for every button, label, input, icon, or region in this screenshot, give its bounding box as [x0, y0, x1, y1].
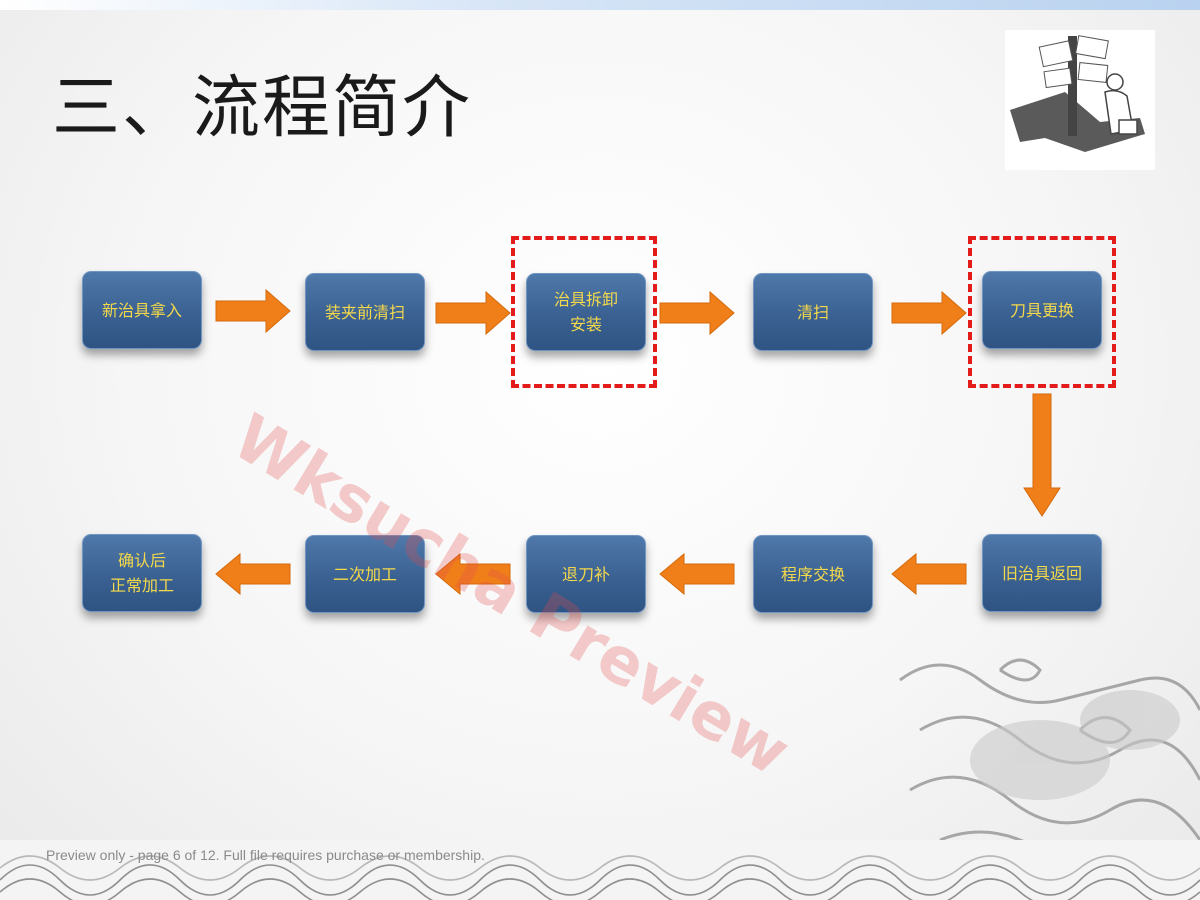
arrow-right-icon — [215, 288, 291, 334]
step-box: 旧治具返回 — [982, 534, 1102, 612]
arrow-right-icon — [435, 290, 511, 336]
preview-footer-text: Preview only - page 6 of 12. Full file r… — [46, 847, 485, 863]
step-box: 退刀补 — [526, 535, 646, 613]
arrow-left-icon — [435, 552, 511, 596]
step-box: 治具拆卸 安装 — [526, 273, 646, 351]
arrow-down-icon — [1023, 393, 1061, 517]
slide-title: 三、流程简介 — [52, 69, 473, 148]
highlight-frame-fixture — [511, 236, 657, 388]
highlight-frame-tool — [968, 236, 1116, 388]
step-box: 清扫 — [753, 273, 873, 351]
step-box: 刀具更换 — [982, 271, 1102, 349]
step-box: 二次加工 — [305, 535, 425, 613]
wave-pattern-decoration-icon — [0, 840, 1200, 900]
arrow-right-icon — [659, 290, 735, 336]
top-gradient-bar — [0, 0, 1200, 10]
step-box: 新治具拿入 — [82, 271, 202, 349]
step-box: 程序交换 — [753, 535, 873, 613]
arrow-left-icon — [659, 552, 735, 596]
step-box: 装夹前清扫 — [305, 273, 425, 351]
arrow-left-icon — [215, 552, 291, 596]
dragon-decoration-icon — [899, 658, 1200, 852]
step-box: 确认后 正常加工 — [82, 534, 202, 612]
arrow-right-icon — [891, 290, 967, 336]
signpost-figure-logo — [1005, 30, 1155, 170]
arrow-left-icon — [891, 552, 967, 596]
